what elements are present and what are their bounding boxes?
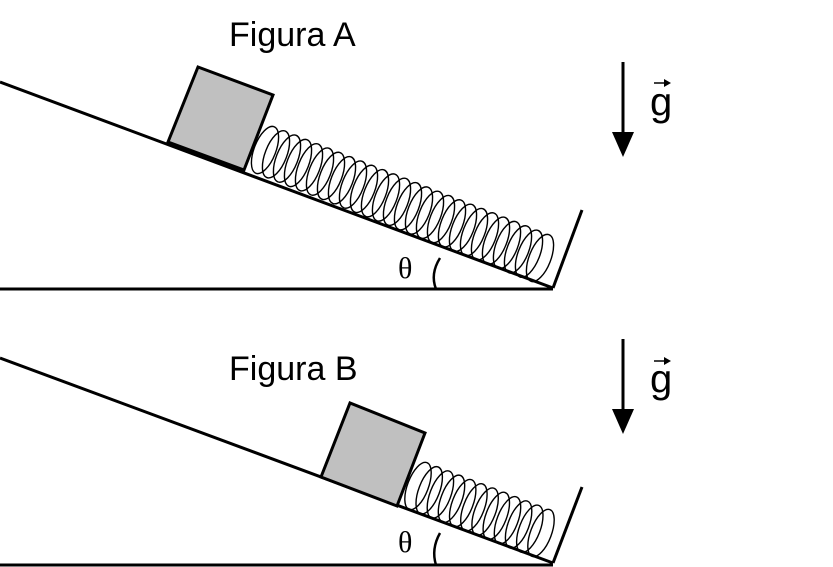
spring-coil bbox=[272, 134, 302, 183]
angle-arc-icon bbox=[432, 257, 442, 290]
figure-b bbox=[0, 339, 671, 567]
spring-coil bbox=[492, 220, 522, 270]
angle-label-a: θ bbox=[398, 252, 413, 285]
gravity-label-b: g bbox=[650, 357, 673, 401]
block-b bbox=[319, 401, 427, 508]
spring-coil bbox=[504, 500, 533, 549]
spring-coil bbox=[527, 508, 555, 558]
vector-arrowhead-icon bbox=[664, 357, 671, 365]
spring-coil bbox=[404, 461, 432, 511]
spring-coil bbox=[250, 125, 280, 175]
figure-a bbox=[0, 62, 671, 291]
spring-coil bbox=[283, 138, 313, 188]
spring-coil bbox=[437, 199, 467, 248]
spring-coil bbox=[338, 160, 368, 209]
spring-coil bbox=[525, 233, 555, 283]
spring-coil bbox=[349, 164, 379, 214]
spring-coil bbox=[393, 181, 423, 231]
spring-coil bbox=[327, 155, 357, 205]
spring-coil bbox=[415, 190, 445, 240]
spring-coil bbox=[415, 465, 444, 515]
spring-coil bbox=[481, 216, 511, 266]
spring-coil bbox=[459, 207, 489, 257]
incline-surface-b bbox=[0, 356, 554, 565]
incline-surface-a bbox=[0, 80, 554, 290]
spring-coil bbox=[482, 491, 511, 541]
spring-coil bbox=[514, 229, 544, 279]
figure-b-title: Figura B bbox=[229, 350, 358, 388]
spring-coil bbox=[261, 129, 291, 179]
figure-a-title: Figura A bbox=[229, 16, 356, 54]
spring-coil bbox=[448, 478, 477, 528]
spring-coil bbox=[426, 194, 456, 244]
spring-icon bbox=[404, 461, 555, 558]
angle-arc-icon bbox=[432, 532, 442, 566]
spring-coil bbox=[404, 186, 434, 235]
spring-coil bbox=[515, 504, 544, 554]
spring-coil bbox=[471, 487, 499, 536]
spring-coil bbox=[460, 483, 488, 532]
vector-arrowhead-icon bbox=[664, 79, 671, 87]
spring-coil bbox=[426, 470, 455, 519]
spring-coil bbox=[437, 474, 466, 524]
spring-icon bbox=[250, 125, 555, 283]
spring-coil bbox=[382, 177, 412, 227]
wall-a bbox=[551, 209, 584, 289]
block-a bbox=[166, 65, 275, 172]
spring-coil bbox=[316, 151, 346, 201]
spring-coil bbox=[493, 495, 522, 545]
wall-b bbox=[551, 486, 584, 564]
spring-coil bbox=[371, 173, 401, 222]
spring-coil bbox=[448, 203, 478, 253]
gravity-arrowhead-icon bbox=[612, 409, 634, 434]
spring-coil bbox=[305, 147, 335, 196]
angle-label-b: θ bbox=[398, 526, 413, 559]
gravity-label-a: g bbox=[650, 80, 673, 124]
spring-coil bbox=[503, 225, 533, 274]
spring-coil bbox=[470, 212, 500, 261]
spring-coil bbox=[294, 142, 324, 192]
gravity-arrowhead-icon bbox=[612, 132, 634, 157]
spring-coil bbox=[360, 168, 390, 218]
